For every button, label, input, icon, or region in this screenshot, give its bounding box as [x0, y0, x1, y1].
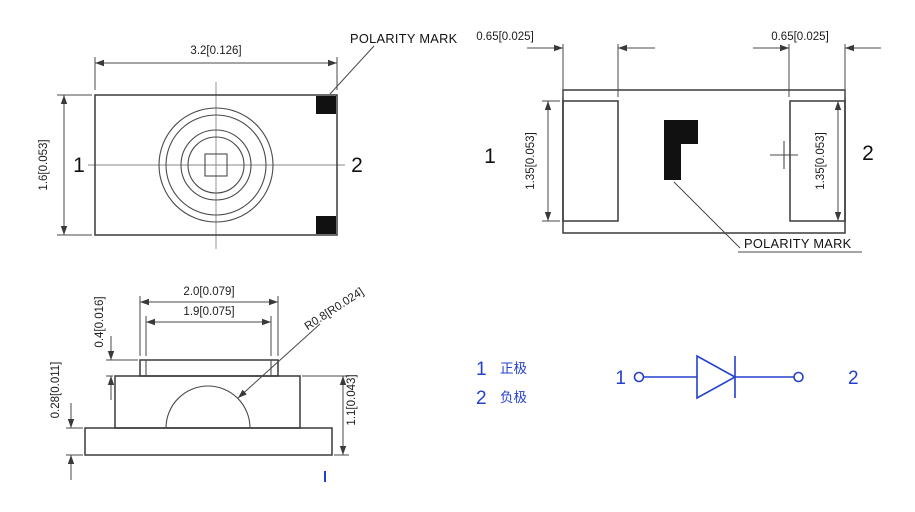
- lens-dome-profile: [165, 385, 251, 429]
- diode-schematic: 1 2: [615, 354, 859, 400]
- legend-pin2-number: 2: [476, 388, 487, 409]
- legend-pin1-label: 正极: [500, 361, 528, 376]
- dim-left-pad-height: 1.35[0.053]: [525, 132, 537, 190]
- polarity-leader-line: [329, 45, 375, 95]
- dim-lens-radius: R0.8[R0.024]: [303, 286, 366, 333]
- polarity-mark-label: POLARITY MARK: [744, 236, 852, 251]
- top-view: 3.2[0.126] 1.6[0.053] POLARITY MARK 1 2: [38, 31, 458, 249]
- lens-circle-2: [165, 114, 267, 216]
- led-chip-square: [204, 153, 228, 177]
- dim-base-thickness: 0.28[0.011]: [50, 362, 62, 419]
- polarity-mark-bottom-square: [316, 216, 336, 234]
- dim-right-pad-width: 0.65[0.025]: [771, 31, 829, 43]
- body-outline: [114, 375, 301, 429]
- schematic-pin1-number: 1: [615, 368, 626, 389]
- dim-right-pad-height: 1.35[0.053]: [815, 132, 827, 190]
- dim-lens-width: 1.9[0.075]: [183, 306, 234, 318]
- top-cap-outline: [139, 359, 279, 377]
- dim-body-height: 1.1[0.043]: [346, 374, 358, 425]
- legend-pin2-label: 负极: [500, 390, 528, 405]
- pin2-number: 2: [351, 154, 363, 177]
- legend-pin1-number: 1: [476, 359, 487, 380]
- polarity-mark-top-square: [316, 96, 336, 114]
- schematic-pin2-number: 2: [848, 368, 859, 389]
- lens-circle-3: [180, 129, 252, 201]
- lens-inner-circle: [187, 136, 245, 194]
- left-pad: [562, 100, 619, 222]
- dim-cap-width: 2.0[0.079]: [183, 286, 234, 298]
- pin1-number: 1: [484, 145, 496, 168]
- pin1-number: 1: [73, 154, 85, 177]
- pin2-number: 2: [862, 142, 874, 165]
- package-body-outline: [94, 94, 338, 236]
- dim-top-height: 1.6[0.053]: [38, 139, 50, 190]
- base-lead-outline: [84, 427, 333, 456]
- diode-triangle: [696, 354, 737, 400]
- radius-leader-line: [237, 323, 321, 399]
- cathode-terminal-circle: [793, 371, 804, 383]
- side-view: 2.0[0.079] 1.9[0.075] 0.4[0.016] 0.28[0.…: [50, 286, 366, 482]
- polarity-mark-shape: [664, 120, 698, 180]
- dim-top-width: 3.2[0.126]: [190, 45, 241, 57]
- polarity-leader-line: [673, 181, 741, 249]
- polarity-mark-label: POLARITY MARK: [350, 31, 458, 46]
- bottom-view: 0.65[0.025] 0.65[0.025] 1.35[0.053] 1.35…: [476, 31, 881, 253]
- dim-cap-height: 0.4[0.016]: [94, 296, 106, 347]
- dim-left-pad-width: 0.65[0.025]: [476, 31, 534, 43]
- anode-terminal-circle: [633, 371, 645, 383]
- pin-legend: 1 正极 2 负极: [476, 359, 528, 409]
- right-pad: [789, 100, 846, 222]
- lens-outer-circle: [158, 107, 274, 223]
